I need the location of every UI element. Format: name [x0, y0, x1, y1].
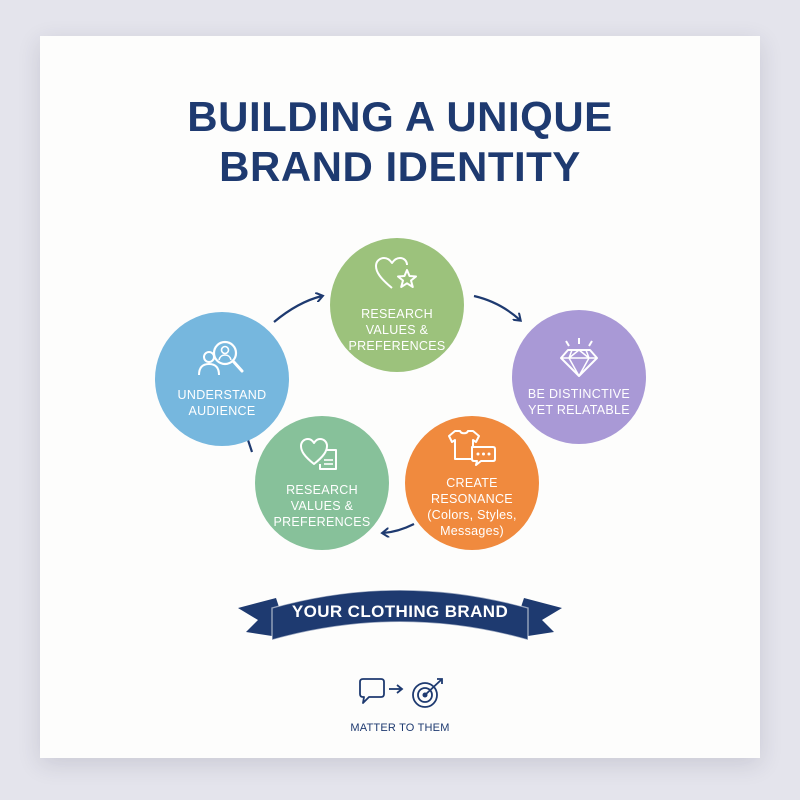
heart-star-icon [375, 257, 417, 289]
footer-label: MATTER TO THEM [350, 722, 450, 734]
step-be-distinctive: BE DISTINCTIVE YET RELATABLE [512, 310, 646, 444]
target-icon [412, 678, 443, 708]
step-label: RESEARCH VALUES & PREFERENCES [273, 483, 371, 529]
step-label: UNDERSTAND AUDIENCE [177, 388, 267, 418]
step-research-values-bottom: RESEARCH VALUES & PREFERENCES [255, 416, 389, 550]
step-understand-audience: UNDERSTAND AUDIENCE [155, 312, 289, 446]
shirt-chat-icon [448, 430, 496, 466]
arrow-icon [389, 684, 404, 694]
footer-icons [359, 678, 443, 708]
step-label: RESEARCH VALUES & PREFERENCES [348, 307, 446, 353]
step-create-resonance: CREATE RESONANCE (Colors, Styles, Messag… [405, 416, 539, 550]
speech-bubble-icon [359, 678, 385, 704]
ribbon-label: YOUR CLOTHING BRAND [291, 602, 509, 621]
diamond-icon [560, 338, 598, 377]
title-line-1: BUILDING A UNIQUE [187, 93, 613, 140]
step-label: CREATE RESONANCE (Colors, Styles, Messag… [427, 476, 517, 538]
title-line-2: BRAND IDENTITY [219, 143, 581, 190]
page-title: BUILDING A UNIQUE BRAND IDENTITY [0, 92, 800, 192]
ribbon-banner [238, 589, 562, 641]
step-label: BE DISTINCTIVE YET RELATABLE [527, 387, 631, 417]
step-research-values-top: RESEARCH VALUES & PREFERENCES [330, 238, 464, 372]
magnifier-audience-icon [198, 340, 244, 376]
heart-document-icon [300, 438, 337, 470]
